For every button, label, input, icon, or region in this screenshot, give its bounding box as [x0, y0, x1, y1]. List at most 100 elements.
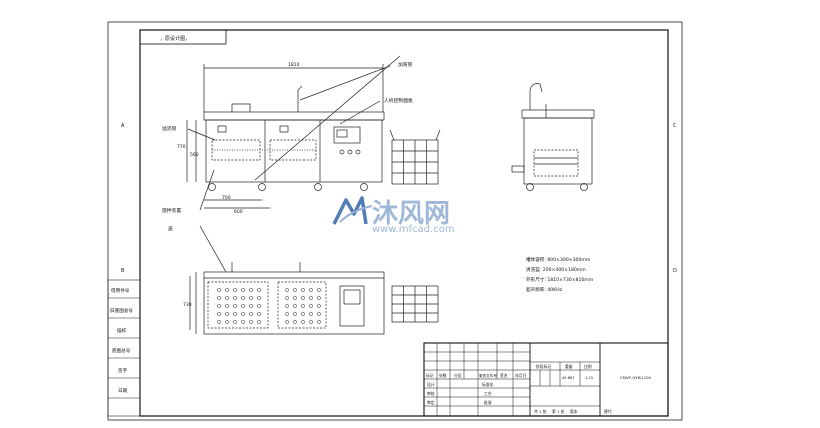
plan-hole [285, 320, 289, 324]
tb-stage-label: 阶段标记 [536, 364, 551, 369]
dim-overall-length: 1810 [288, 62, 300, 68]
margin-label-4: 签字 [118, 367, 128, 374]
note-box [139, 29, 227, 45]
margin-letter-c: C [673, 123, 677, 129]
plan-hole [217, 320, 221, 324]
spec-line-1: 清洗篮: 200×400×180mm [526, 266, 586, 273]
plan-hole [241, 288, 245, 292]
tb-sheet-no: 第 1 张 [552, 409, 565, 414]
basket-front-grid [389, 129, 441, 185]
tb-scale-value: 1:15 [585, 376, 593, 380]
callout-heater: 搅拌装置 [162, 207, 181, 214]
plan-hole [233, 304, 237, 308]
margin-label-2: 描校 [117, 327, 127, 334]
tb-drawing-no: CSWF-GY8/1100 [620, 375, 652, 380]
tb-header-5: 年月日 [515, 373, 527, 378]
plan-hole [225, 304, 229, 308]
plan-hole [317, 288, 321, 292]
plan-hole [293, 296, 297, 300]
outer-border [107, 21, 683, 421]
callout-lid: 盖 [168, 225, 173, 232]
plan-hole [241, 304, 245, 308]
plan-hole [233, 288, 237, 292]
spec-line-2: 外形尺寸: 1810×730×810mm [526, 276, 594, 283]
plan-hole [309, 304, 313, 308]
plan-hole [225, 312, 229, 316]
dim-depth-b: 600 [234, 209, 243, 215]
front-view [186, 55, 401, 211]
plan-hole [217, 312, 221, 316]
plan-hole [249, 320, 253, 324]
tb-row1-std: 工艺 [484, 391, 492, 396]
margin-label-3: 底图总号 [112, 347, 131, 354]
tb-row1-label: 审核 [427, 391, 435, 396]
callout-faucet: 加液管 [398, 61, 413, 68]
plan-hole [241, 320, 245, 324]
plan-hole [293, 288, 297, 292]
plan-dot-grid [217, 288, 321, 324]
plan-hole [257, 312, 261, 316]
callout-drain: 溢流管 [162, 125, 177, 132]
plan-hole [249, 288, 253, 292]
plan-hole [317, 304, 321, 308]
plan-hole [257, 296, 261, 300]
watermark-url: www.mfcad.com [372, 224, 455, 235]
title-note: ，原设计图， [160, 35, 190, 42]
dim-height-a: 770 [177, 144, 186, 150]
watermark-brand: 沐风网 [372, 199, 450, 229]
tb-weight-label: 重量 [565, 364, 573, 369]
tb-row2-label: 审定 [427, 400, 435, 405]
plan-hole [293, 320, 297, 324]
inner-border [139, 29, 669, 417]
spec-line-3: 超声频率: 40KHz [526, 286, 563, 293]
plan-hole [301, 304, 305, 308]
tb-header-3: 更改文件号 [479, 373, 497, 378]
plan-hole [225, 296, 229, 300]
plan-hole [257, 304, 261, 308]
tb-version: 版本 [570, 409, 578, 414]
plan-hole [257, 288, 261, 292]
plan-hole [241, 312, 245, 316]
margin-letter-a: A [121, 123, 125, 129]
tb-weight-value: 49.887 [562, 376, 575, 380]
plan-hole [309, 288, 313, 292]
plan-hole [293, 312, 297, 316]
margin-label-5: 日期 [118, 388, 128, 394]
dim-plan-width: 730 [183, 302, 192, 308]
tb-header-4: 签名 [500, 373, 508, 378]
plan-hole [301, 320, 305, 324]
plan-hole [233, 312, 237, 316]
margin-label-1: 旧底图总号 [110, 307, 133, 314]
tb-row2-std: 批准 [484, 400, 492, 405]
dim-height-b: 560 [190, 152, 199, 158]
tb-scale-label: 比例 [584, 364, 592, 369]
plan-hole [285, 296, 289, 300]
margin-letter-b: B [121, 268, 125, 274]
plan-hole [249, 296, 253, 300]
tb-row0-label: 设计 [427, 382, 435, 387]
plan-hole [285, 304, 289, 308]
plan-hole [309, 320, 313, 324]
margin-label-0: 借用件号 [111, 287, 130, 294]
plan-hole [233, 320, 237, 324]
title-block-lines [423, 342, 669, 417]
callout-control-panel: 人机控制面板 [384, 97, 413, 104]
plan-hole [301, 312, 305, 316]
tb-header-2: 分区 [454, 373, 462, 378]
plan-hole [301, 296, 305, 300]
plan-hole [241, 296, 245, 300]
mfcad-logo-icon [332, 196, 373, 225]
tb-header-1: 处数 [439, 373, 447, 378]
plan-view [189, 225, 385, 335]
plan-hole [317, 296, 321, 300]
plan-hole [249, 304, 253, 308]
side-view [511, 83, 595, 191]
margin-letter-d: D [673, 268, 677, 274]
plan-hole [217, 288, 221, 292]
plan-hole [217, 296, 221, 300]
plan-hole [317, 312, 321, 316]
left-margin-table [107, 279, 141, 417]
plan-hole [249, 312, 253, 316]
tb-header-0: 标记 [426, 373, 434, 378]
